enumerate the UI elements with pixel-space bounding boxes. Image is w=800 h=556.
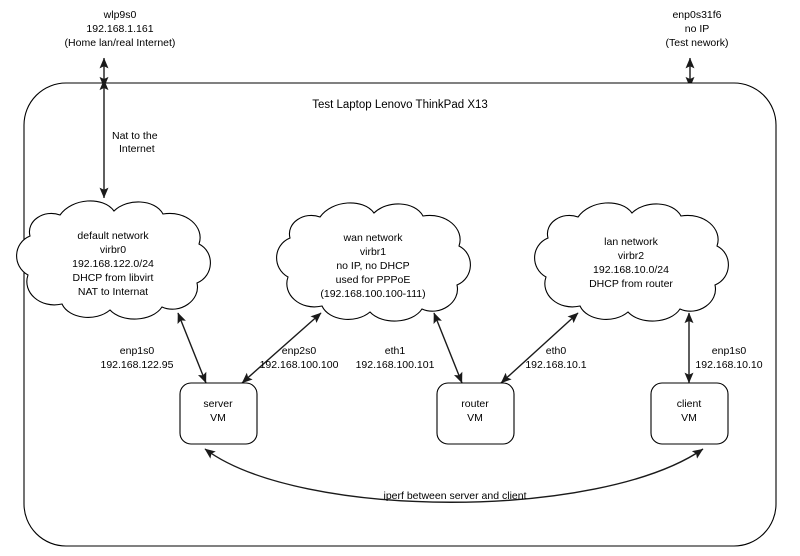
external-iface-address: no IP [685,23,710,35]
cloud-name: lan network [604,236,658,248]
cloud-shape [276,202,471,322]
vm-box[interactable] [179,382,258,445]
cloud-extra: (192.168.100.100-111) [320,288,425,300]
cloud-name: wan network [343,232,404,244]
vm-box[interactable] [436,382,515,445]
cloud-shape [16,200,211,320]
iface-label-enp1s0-server: enp1s0 192.168.122.95 [101,345,174,371]
vm-node-client[interactable]: client VM [650,382,729,445]
link-wan-to-router [433,312,463,384]
iface-name: eth1 [385,345,406,357]
vm-kind: VM [467,412,483,424]
cloud-subnet: 192.168.122.0/24 [72,258,154,270]
link-lan-to-router [500,312,579,384]
iface-name: enp2s0 [282,345,317,357]
iface-address: 192.168.100.101 [356,359,435,371]
iface-address: 192.168.122.95 [101,359,174,371]
cloud-bridge: virbr2 [618,250,644,262]
nat-note-line2: Internet [119,143,155,155]
vm-node-server[interactable]: server VM [179,382,258,445]
iface-label-enp1s0-client: enp1s0 192.168.10.10 [695,345,762,371]
vm-node-router[interactable]: router VM [436,382,515,445]
external-iface-note: (Home lan/real Internet) [65,37,176,49]
external-iface-note: (Test nework) [665,37,728,49]
network-cloud-lan: lan network virbr2 192.168.10.0/24 DHCP … [534,202,729,322]
link-wan-to-server [241,312,322,384]
iface-address: 192.168.100.100 [260,359,339,371]
cloud-subnet: no IP, no DHCP [336,260,409,272]
link-default-to-server [177,312,207,384]
vm-name: router [461,398,489,410]
network-cloud-default: default network virbr0 192.168.122.0/24 … [16,200,211,320]
iface-label-enp2s0-server: enp2s0 192.168.100.100 [260,345,339,371]
iface-name: enp1s0 [712,345,747,357]
iperf-link-label: iperf between server and client [384,490,527,502]
vm-kind: VM [681,412,697,424]
cloud-shape [534,202,729,322]
external-iface-name: wlp9s0 [103,9,137,21]
vm-name: client [677,398,702,410]
cloud-subnet: 192.168.10.0/24 [593,264,669,276]
vm-name: server [203,398,233,410]
external-iface-address: 192.168.1.161 [86,23,153,35]
iface-address: 192.168.10.1 [525,359,586,371]
iperf-link-curve [204,448,704,503]
iface-name: eth0 [546,345,567,357]
iface-label-eth1-router: eth1 192.168.100.101 [356,345,435,371]
external-iface-name: enp0s31f6 [672,9,721,21]
external-interface-right: enp0s31f6 no IP (Test nework) [665,9,728,49]
cloud-extra: NAT to Internat [78,286,148,298]
iface-name: enp1s0 [120,345,155,357]
cloud-bridge: virbr0 [100,244,126,256]
vm-kind: VM [210,412,226,424]
cloud-bridge: virbr1 [360,246,386,258]
external-interface-left: wlp9s0 192.168.1.161 (Home lan/real Inte… [65,9,176,49]
cloud-name: default network [77,230,149,242]
nat-note-line1: Nat to the [112,130,158,142]
vm-box[interactable] [650,382,729,445]
network-cloud-wan: wan network virbr1 no IP, no DHCP used f… [276,202,471,322]
cloud-dhcp: used for PPPoE [336,274,411,286]
iface-label-eth0-router: eth0 192.168.10.1 [525,345,586,371]
laptop-title: Test Laptop Lenovo ThinkPad X13 [312,99,488,111]
cloud-dhcp: DHCP from libvirt [73,272,154,284]
iface-address: 192.168.10.10 [695,359,762,371]
cloud-dhcp: DHCP from router [589,278,673,290]
